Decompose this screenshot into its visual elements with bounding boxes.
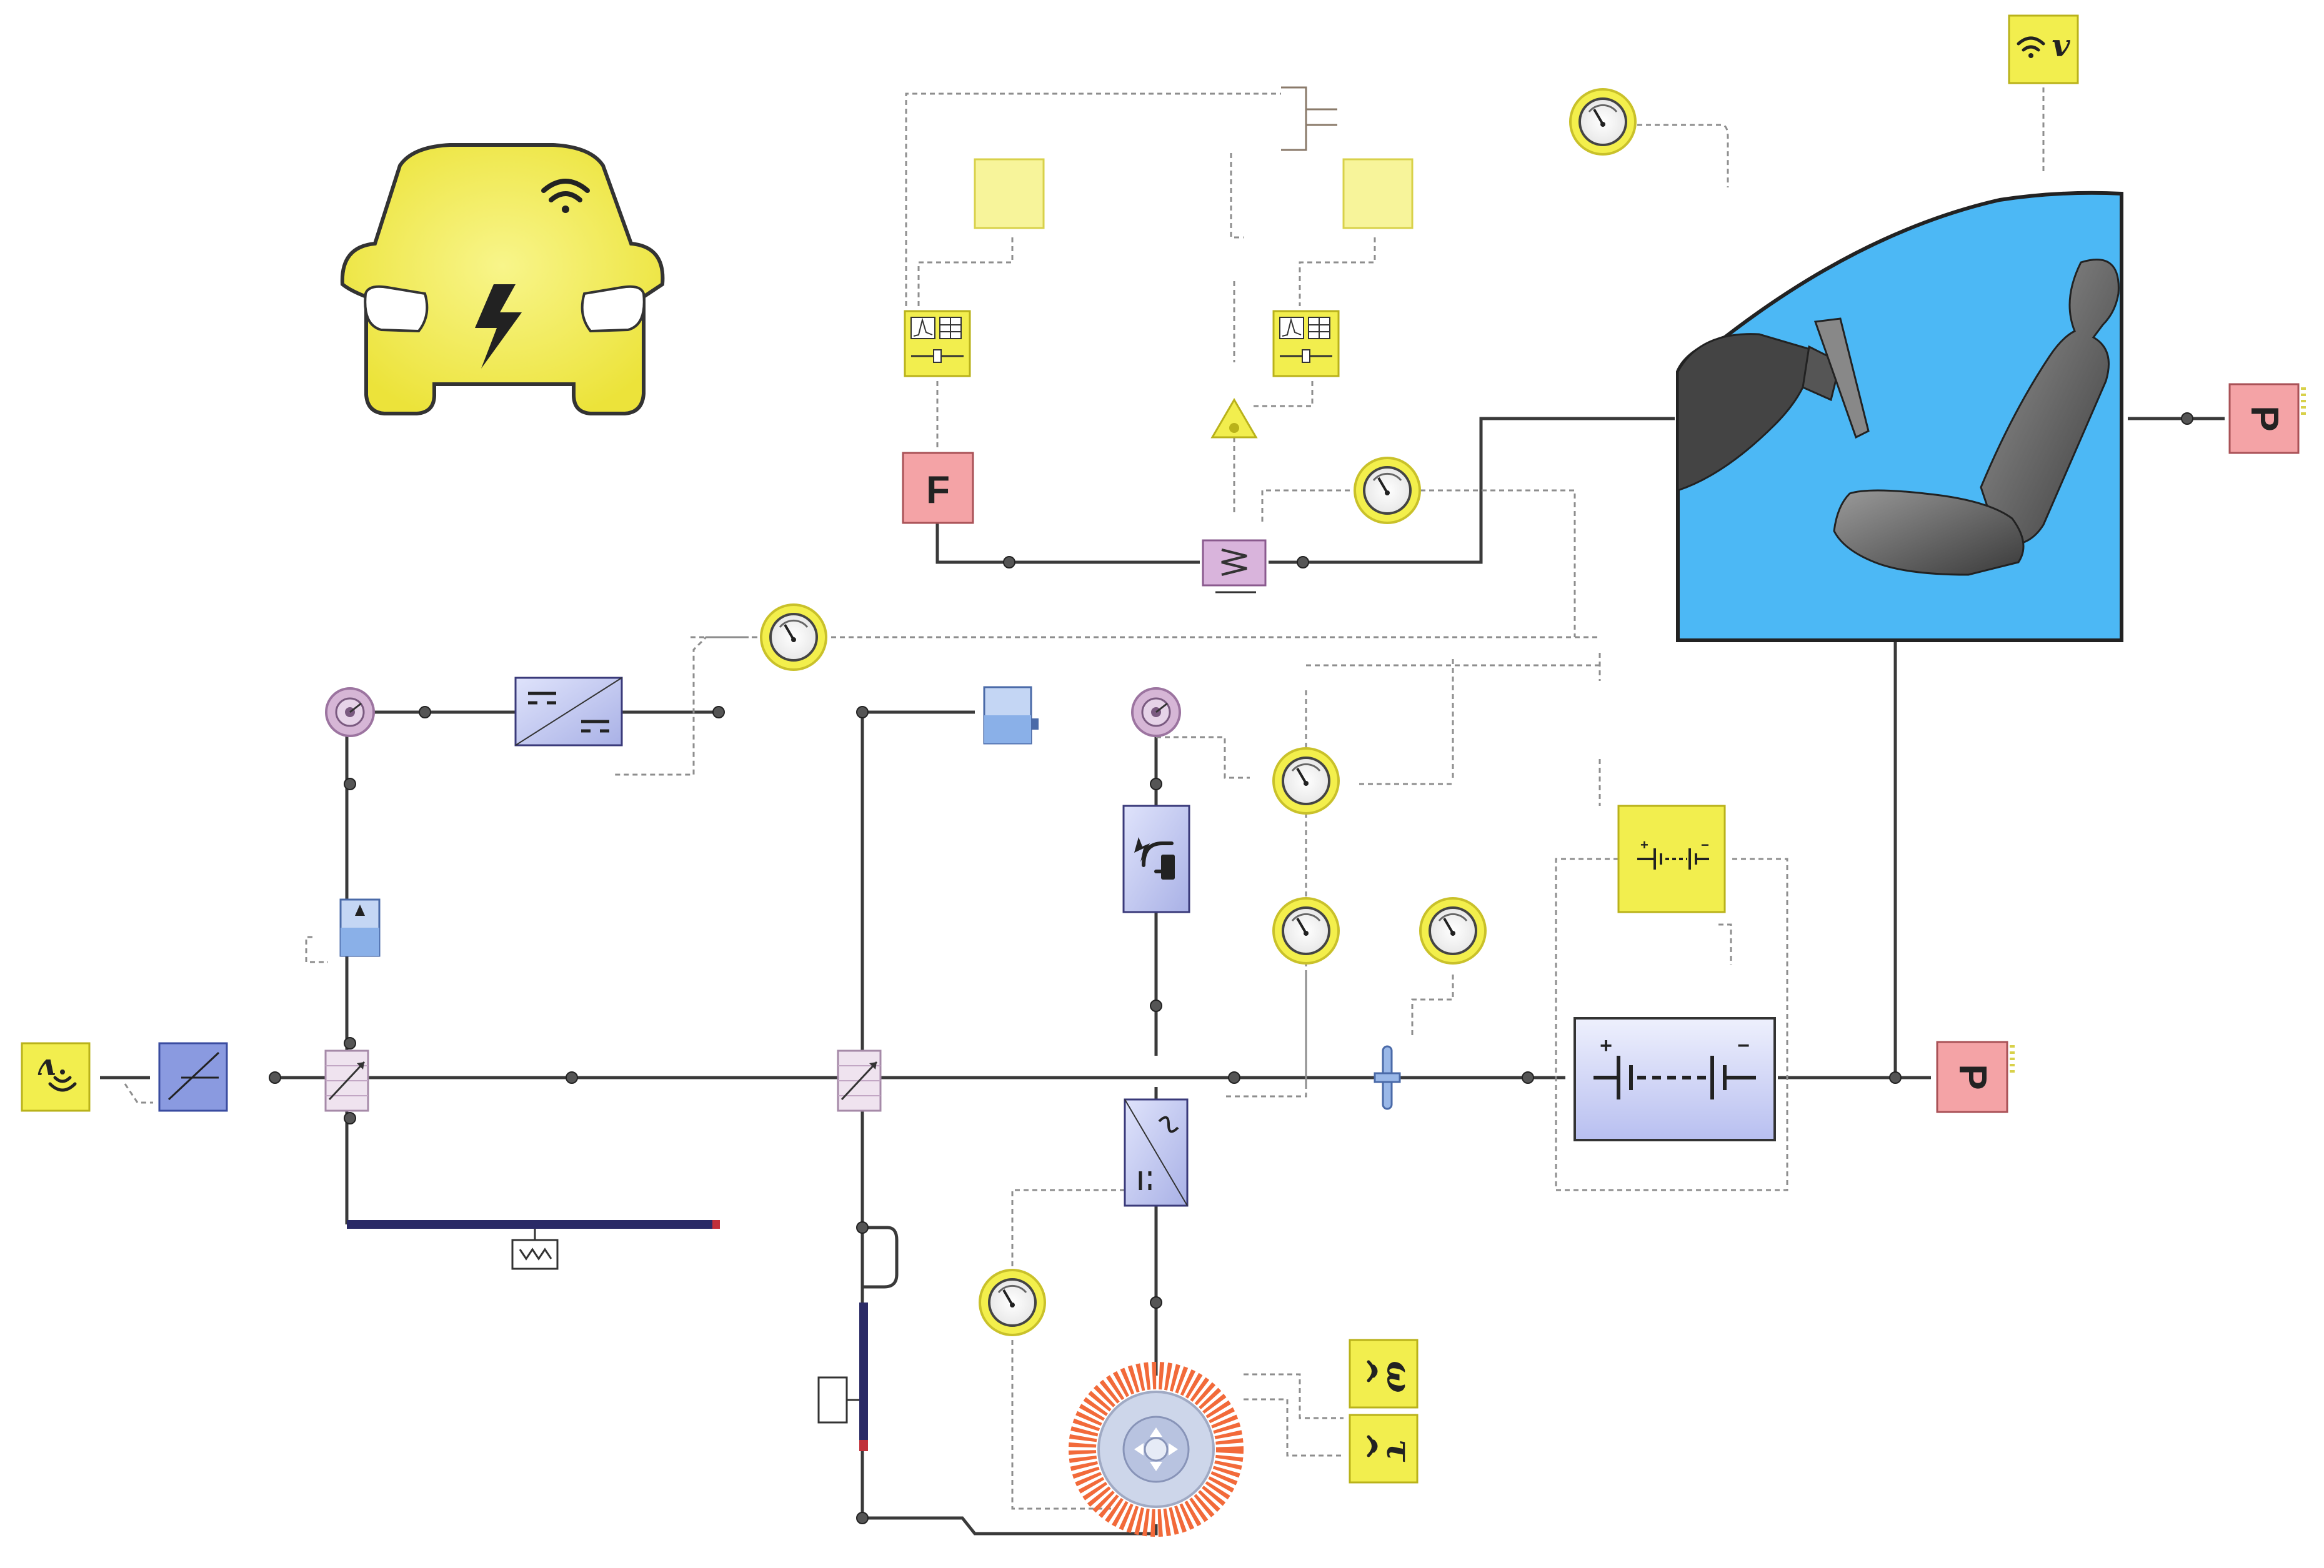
- speed-input-label: v: [37, 1052, 56, 1087]
- heat-pump-icon[interactable]: [339, 898, 381, 957]
- setpoint-block-right[interactable]: [1342, 158, 1414, 229]
- force-source-label: F: [926, 469, 950, 512]
- mass-to-cabin-wire: [1269, 417, 1675, 564]
- electric-motor-icon[interactable]: [1069, 1362, 1244, 1537]
- power-source-top-block[interactable]: P: [2228, 383, 2306, 454]
- vehicle-mass-block[interactable]: [1202, 539, 1267, 593]
- mechanical-gear-icon[interactable]: [325, 687, 375, 737]
- lightning-bolt-icon: [475, 284, 522, 369]
- speed-converter-block[interactable]: [158, 1042, 228, 1112]
- svg-text:−: −: [1701, 837, 1709, 853]
- controller-block-left[interactable]: [904, 310, 971, 377]
- meter-gauge-icon[interactable]: [760, 603, 827, 671]
- cooling-pipe: [347, 1220, 720, 1229]
- meter-gauge-icon[interactable]: [1354, 457, 1421, 524]
- dc-dc-converter-icon[interactable]: [514, 677, 623, 747]
- controller-block-right[interactable]: [1272, 310, 1340, 377]
- mid-loop-bypass-wire: [862, 1226, 899, 1289]
- battery-pack-icon[interactable]: + −: [1573, 1017, 1776, 1141]
- meter-gauge-icon[interactable]: [1419, 897, 1487, 965]
- dc-ac-inverter-icon[interactable]: [1124, 1098, 1189, 1207]
- meter-gauge-icon[interactable]: [979, 1269, 1046, 1336]
- electric-car-logo: [340, 143, 665, 415]
- torque-output-label: τ: [1379, 1439, 1419, 1462]
- meter-gauge-icon[interactable]: [1272, 747, 1340, 815]
- power-source-bottom-block[interactable]: P: [1936, 1041, 2015, 1113]
- thermal-mass-block[interactable]: [511, 1229, 559, 1270]
- angular-speed-output-label: ω: [1379, 1361, 1419, 1392]
- splitter-block: [1281, 86, 1337, 151]
- setpoint-block-left[interactable]: [974, 158, 1045, 229]
- seat-cushion: [1833, 489, 2025, 576]
- force-to-mass-wire: [935, 515, 1200, 564]
- wifi-signal-icon: [541, 179, 590, 213]
- car-cabin-seat-icon[interactable]: [1676, 191, 2123, 642]
- meter-gauge-icon[interactable]: [1569, 88, 1637, 156]
- angular-speed-output-block[interactable]: ω: [1349, 1339, 1419, 1409]
- heat-exchanger-mid[interactable]: [837, 1049, 882, 1112]
- power-source-bottom-label: P: [1951, 1064, 1994, 1089]
- speed-sensor-label: v: [2052, 27, 2070, 64]
- meter-gauge-icon[interactable]: [1272, 897, 1340, 965]
- speed-input-block[interactable]: v: [21, 1042, 91, 1112]
- heat-pump-icon[interactable]: [983, 686, 1039, 745]
- mechanical-gear-icon[interactable]: [1131, 687, 1181, 737]
- svg-text:+: +: [1600, 1034, 1612, 1058]
- dashed-signal-wires: [124, 87, 2045, 1510]
- speed-sensor-block[interactable]: v: [2008, 14, 2079, 84]
- thermal-mass-block[interactable]: [817, 1376, 859, 1424]
- power-source-top-label: P: [2243, 405, 2286, 431]
- vertical-cooling-pipe: [859, 1303, 868, 1451]
- bottom-return-wire: [862, 1516, 1158, 1536]
- heat-exchanger-left[interactable]: [324, 1049, 369, 1112]
- rotational-link-icon[interactable]: [1374, 1045, 1401, 1110]
- force-source-block[interactable]: F: [902, 452, 974, 524]
- svg-text:+: +: [1640, 837, 1648, 853]
- svg-text:−: −: [1737, 1034, 1750, 1058]
- torque-output-block[interactable]: τ: [1349, 1414, 1419, 1484]
- charger-plug-icon[interactable]: [1122, 805, 1190, 913]
- battery-monitor-block[interactable]: + −: [1617, 805, 1726, 913]
- gain-triangle-block[interactable]: [1210, 398, 1258, 439]
